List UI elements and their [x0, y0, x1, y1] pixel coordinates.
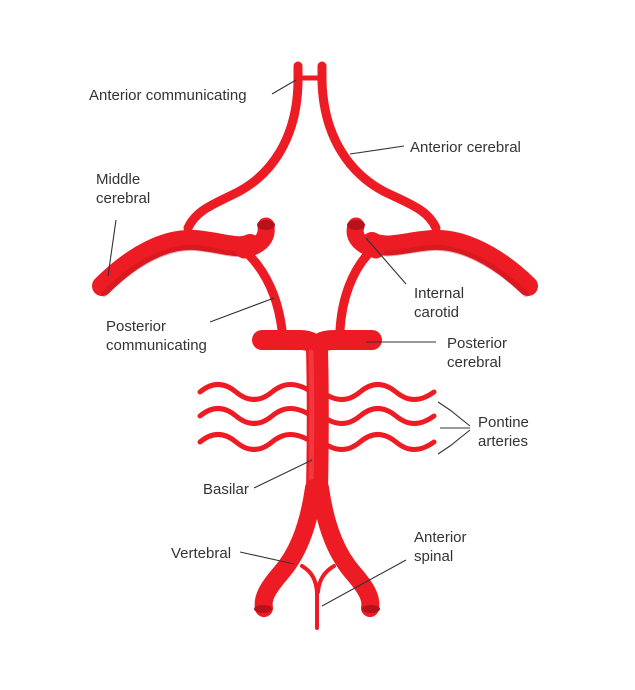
pontine-artery-left-2	[197, 406, 315, 426]
middle-cerebral-arteries	[92, 229, 538, 297]
internal-carotid-arteries	[235, 217, 385, 259]
vertebral-line-1: Vertebral	[171, 545, 231, 562]
label-pontine-arteries: Pontine arteries	[478, 414, 529, 450]
middle-cerebral-line-1: Middle	[96, 171, 140, 188]
left-anterior-cerebral-artery	[183, 61, 303, 233]
leader-pontine-3	[437, 429, 471, 455]
label-anterior-spinal: Anterior spinal	[414, 529, 467, 565]
leader-internal-carotid	[365, 237, 407, 285]
labels: Anterior communicating Anterior cerebral…	[89, 87, 529, 565]
posterior-communicating-line-2: communicating	[106, 337, 207, 354]
pontine-artery-right-2	[319, 406, 437, 426]
leader-middle-cerebral	[107, 219, 117, 277]
anterior-spinal-line-2: spinal	[414, 548, 453, 565]
right-anterior-cerebral-artery	[317, 61, 441, 233]
anterior-spinal-artery	[300, 564, 336, 630]
leader-vertebral	[239, 551, 295, 565]
basilar-artery	[306, 337, 329, 501]
artery-network	[92, 61, 538, 630]
pontine-arteries	[197, 382, 437, 452]
right-middle-cerebral-artery	[362, 229, 538, 296]
right-vertebral-artery	[311, 479, 380, 617]
middle-cerebral-line-2: cerebral	[96, 190, 150, 207]
posterior-cerebral-line-2: cerebral	[447, 354, 501, 371]
anterior-spinal-line-1: Anterior	[414, 529, 467, 546]
basilar-line-1: Basilar	[203, 481, 249, 498]
leader-anterior-spinal	[321, 559, 407, 607]
internal-carotid-line-1: Internal	[414, 285, 464, 302]
pontine-arteries-line-1: Pontine	[478, 414, 529, 431]
left-middle-cerebral-artery	[92, 229, 260, 296]
label-posterior-communicating: Posterior communicating	[106, 318, 207, 354]
label-middle-cerebral: Middle cerebral	[96, 171, 150, 207]
vertebral-arteries	[254, 479, 380, 617]
right-vertebral-opening	[362, 605, 380, 613]
left-vertebral-artery	[254, 479, 323, 617]
label-posterior-cerebral: Posterior cerebral	[447, 335, 507, 371]
leader-basilar	[253, 459, 313, 489]
label-anterior-communicating: Anterior communicating	[89, 87, 247, 104]
label-vertebral: Vertebral	[171, 545, 231, 562]
left-posterior-communicating-artery	[243, 249, 287, 335]
leader-anterior-communicating	[271, 79, 297, 95]
label-internal-carotid: Internal carotid	[414, 285, 464, 321]
right-posterior-communicating-artery	[335, 249, 373, 335]
pontine-arteries-line-2: arteries	[478, 433, 528, 450]
posterior-communicating-line-1: Posterior	[106, 318, 166, 335]
anterior-communicating-line-1: Anterior communicating	[89, 87, 247, 104]
internal-carotid-line-2: carotid	[414, 304, 459, 321]
anterior-cerebral-arteries	[183, 61, 441, 233]
left-internal-carotid-opening	[257, 220, 275, 230]
right-internal-carotid-opening	[347, 220, 365, 230]
leader-lines	[107, 79, 471, 607]
leader-posterior-communicating	[209, 297, 275, 323]
left-vertebral-opening	[254, 605, 272, 613]
leader-anterior-cerebral	[349, 145, 405, 155]
pontine-artery-left-3	[197, 432, 315, 452]
leader-pontine-1	[437, 401, 471, 427]
pontine-artery-left-1	[197, 382, 315, 402]
label-anterior-cerebral: Anterior cerebral	[410, 139, 521, 156]
label-basilar: Basilar	[203, 481, 249, 498]
pontine-artery-right-3	[319, 432, 437, 452]
pontine-artery-right-1	[319, 382, 437, 402]
posterior-communicating-arteries	[243, 249, 373, 335]
posterior-cerebral-line-1: Posterior	[447, 335, 507, 352]
anterior-cerebral-line-1: Anterior cerebral	[410, 139, 521, 156]
